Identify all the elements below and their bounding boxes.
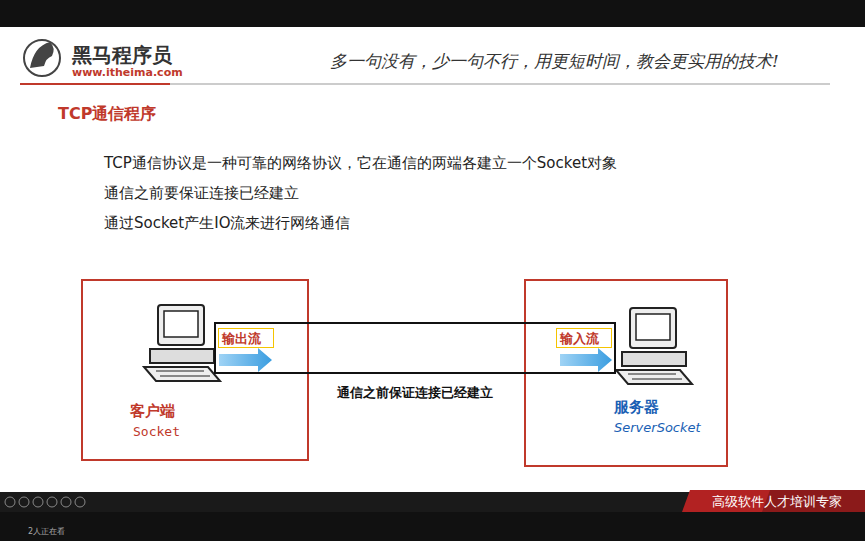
flow-arrow <box>219 348 272 372</box>
logo-text: 黑马程序员 <box>72 42 172 69</box>
client-region <box>82 280 308 460</box>
player-strip <box>0 492 865 512</box>
computer-icon <box>144 305 220 381</box>
logo-horse <box>24 40 60 76</box>
node-text: ServerSocket <box>614 420 701 435</box>
body-line: 通过Socket产生IO流来进行网络通信 <box>104 214 350 233</box>
bottom-bar <box>0 512 865 541</box>
connection-pipe: 通信之前保证连接已经建立输出流输入流 <box>214 322 616 374</box>
header-rule-accent <box>20 83 170 85</box>
body-line: TCP通信协议是一种可靠的网络协议，它在通信的两端各建立一个Socket对象 <box>104 154 617 173</box>
node-text: 输出流 <box>222 330 261 348</box>
logo-url: www.itheima.com <box>72 66 183 79</box>
client-label-group: 客户端 Socket <box>120 400 220 446</box>
node-text: 通信之前保证连接已经建立 <box>337 384 493 402</box>
stream-tag: 输出流 <box>218 328 274 348</box>
server-label-group: 服务器 ServerSocket <box>600 396 720 446</box>
player-icons <box>5 497 85 507</box>
slogan: 多一句没有，少一句不行，用更短时间，教会更实用的技术! <box>330 50 779 73</box>
body-line: 通信之前要保证连接已经建立 <box>104 184 299 203</box>
top-bar <box>0 0 865 27</box>
slide-title: TCP通信程序 <box>58 104 156 125</box>
banner-text: 高级软件人才培训专家 <box>712 493 842 511</box>
header-rule <box>170 83 830 85</box>
flow-arrow <box>560 348 612 372</box>
computer-icon <box>616 308 692 384</box>
node-text: Socket <box>133 424 180 439</box>
node-text: 服务器 <box>614 398 659 417</box>
stream-tag: 输入流 <box>556 328 612 348</box>
node-text: 输入流 <box>560 330 599 348</box>
viewer-count: 2人正在看 <box>28 526 65 537</box>
node-text: 客户端 <box>130 402 175 421</box>
